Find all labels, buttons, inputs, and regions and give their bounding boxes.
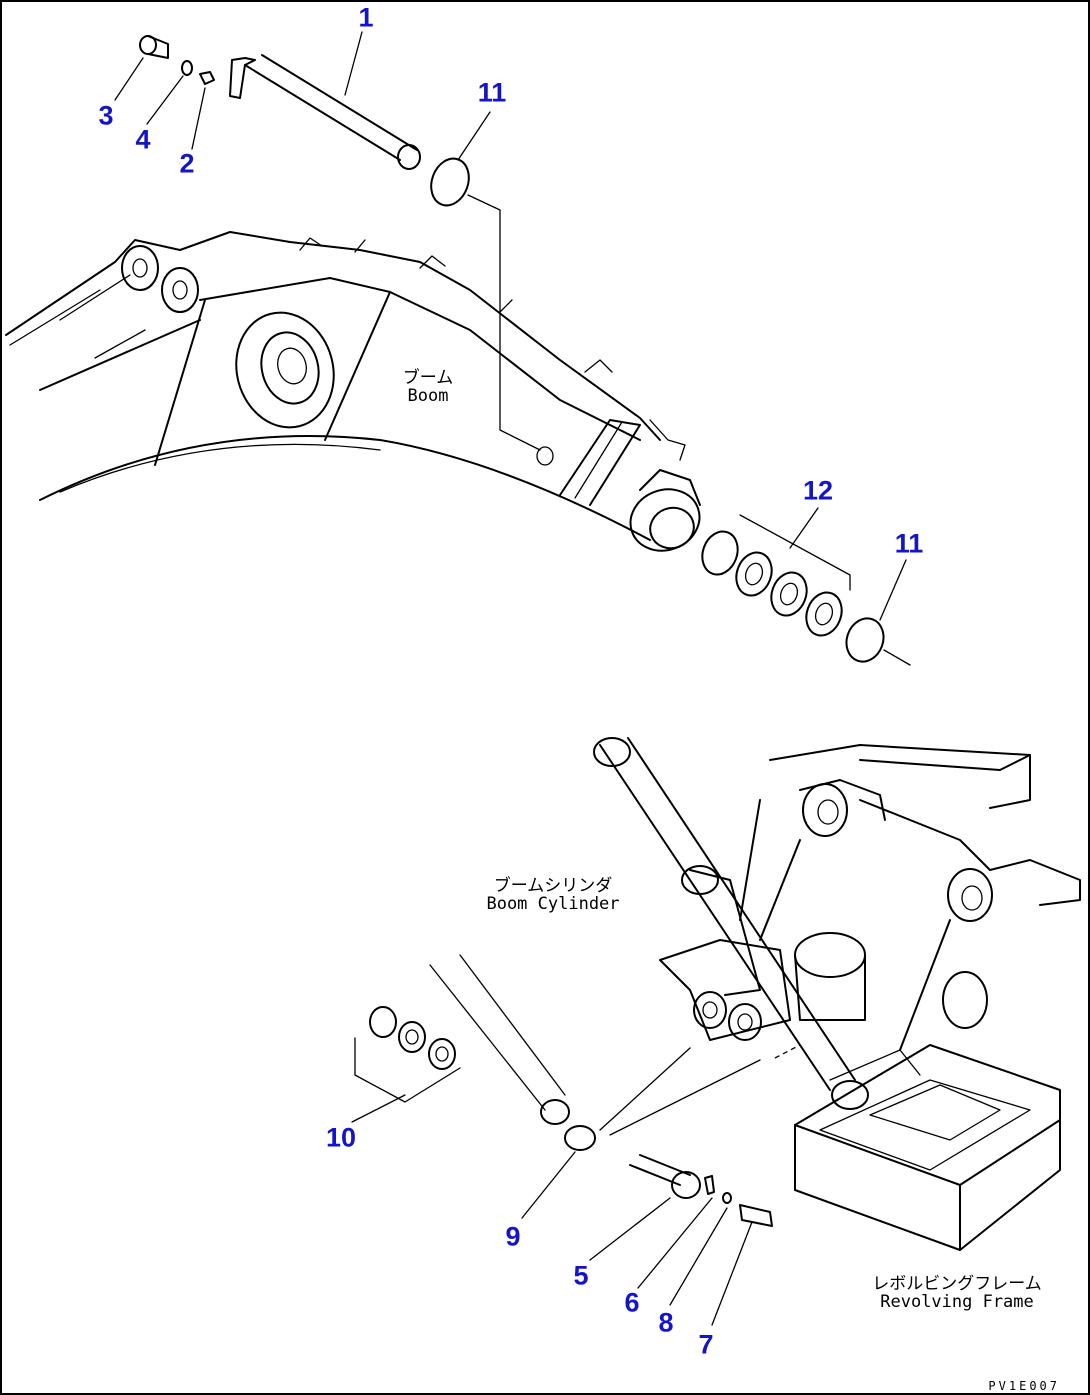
boom-cylinder-label-en: Boom Cylinder: [486, 893, 620, 914]
boom-cylinder-drawing: [429, 737, 856, 1125]
callout-1: 1: [358, 2, 374, 33]
revolving-frame-label: レボルビングフレーム Revolving Frame: [872, 1274, 1042, 1312]
lower-dashed-line: [774, 1044, 801, 1059]
pin-1-drawing: [229, 54, 421, 170]
callout-11-lower: 11: [894, 528, 924, 559]
revolving-frame-drawing: [659, 744, 1081, 1251]
callout-12: 12: [802, 475, 834, 506]
callout-9: 9: [505, 1221, 521, 1252]
small-parts-top-drawing: [139, 35, 215, 85]
upper-shims-drawing: [430, 157, 885, 663]
boom-label-jp: ブーム: [402, 368, 454, 388]
callout-6: 6: [624, 1287, 640, 1318]
revolving-frame-label-jp: レボルビングフレーム: [872, 1274, 1042, 1294]
callout-7: 7: [698, 1329, 714, 1360]
callout-3: 3: [98, 100, 114, 131]
callout-2: 2: [179, 148, 195, 179]
lower-parts-drawing: [354, 1006, 773, 1227]
boom-label: ブーム Boom: [402, 368, 454, 406]
boom-label-en: Boom: [407, 385, 449, 406]
revolving-frame-label-en: Revolving Frame: [880, 1291, 1034, 1312]
boom-cylinder-label-jp: ブームシリンダ: [493, 876, 613, 896]
upper-assembly-line-2: [883, 649, 911, 666]
callout-11-upper: 11: [477, 77, 507, 108]
callout-4: 4: [135, 124, 151, 155]
drawing-code: PV1E007: [988, 1379, 1060, 1393]
callout-5: 5: [573, 1260, 589, 1291]
boom-cylinder-label: ブームシリンダ Boom Cylinder: [486, 876, 620, 914]
callout-10: 10: [325, 1122, 357, 1153]
callout-8: 8: [658, 1307, 674, 1338]
callout-leaders: [114, 31, 907, 1326]
boom-drawing: [5, 231, 701, 552]
upper-assembly-line: [467, 194, 541, 451]
